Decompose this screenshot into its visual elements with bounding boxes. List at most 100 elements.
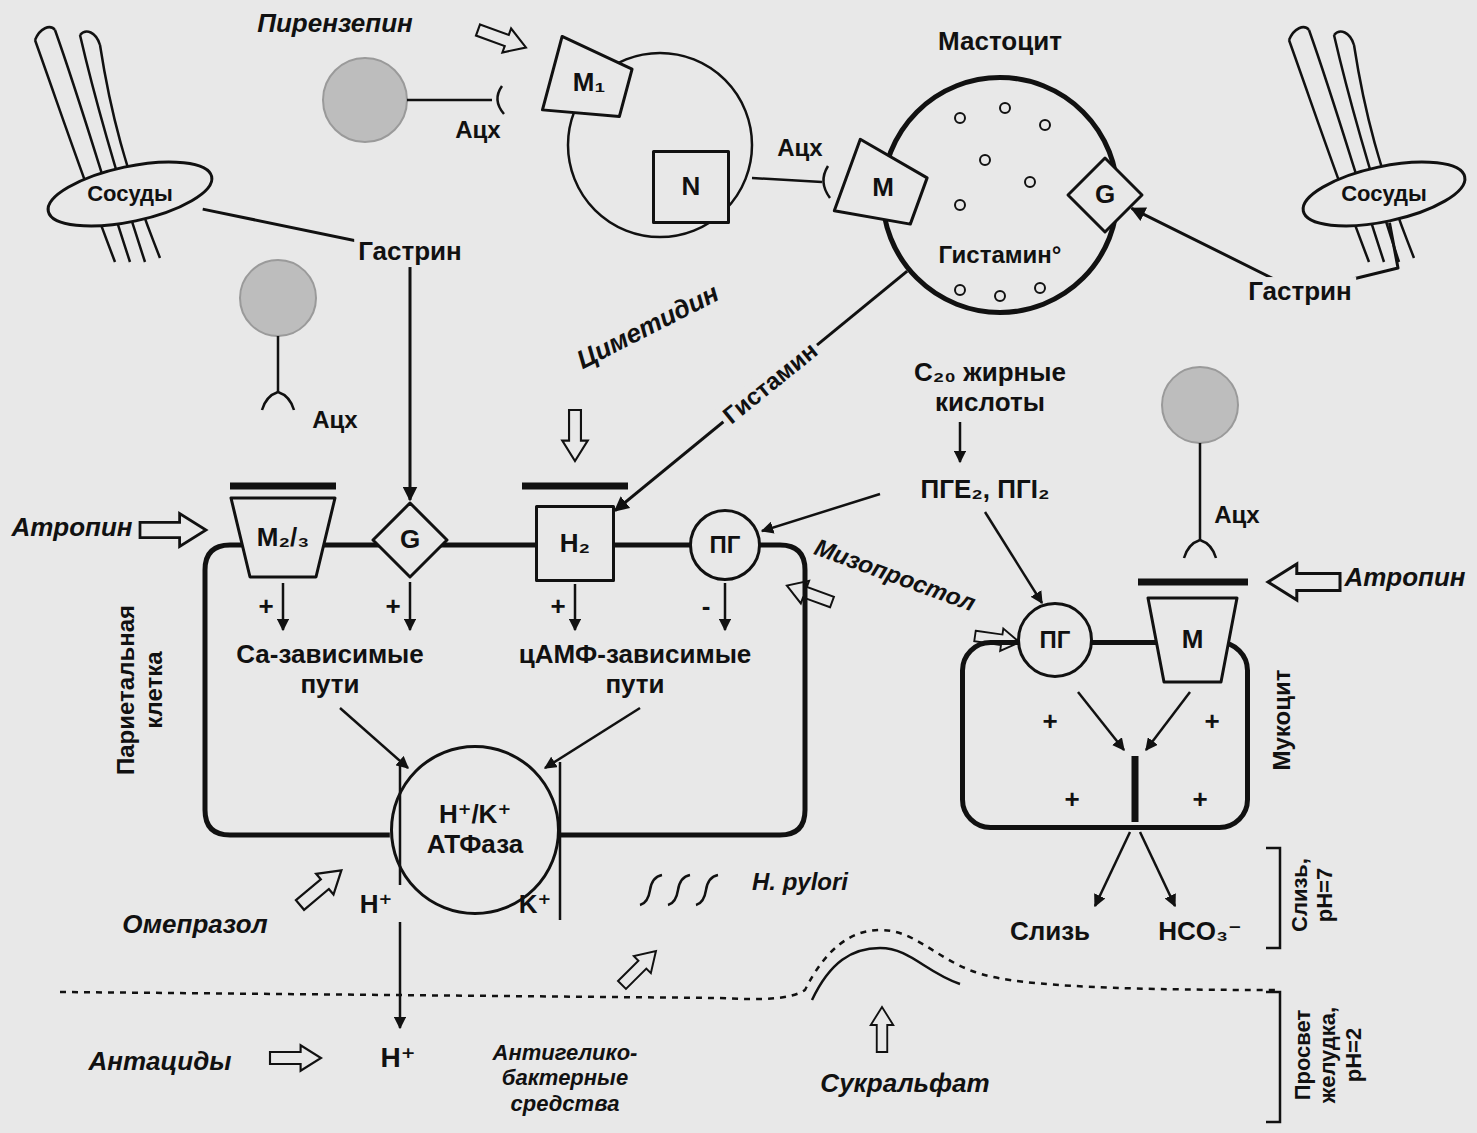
bacterium (640, 875, 662, 905)
sign-label-holder: - (702, 592, 711, 622)
mediator-label: ПГE₂, ПГI₂ (921, 475, 1050, 505)
product-label: Слизь (1010, 917, 1090, 947)
vessel-line (1334, 32, 1354, 45)
sign-label: + (1064, 785, 1079, 815)
arrow (574, 584, 577, 630)
drug-label: Мизопростол (811, 533, 979, 617)
sign-label-holder: + (1042, 707, 1057, 737)
receptor-n: N (652, 150, 730, 224)
receptor-g-border (1068, 158, 1142, 232)
ion-label-holder: H⁺ (360, 890, 393, 920)
bacteria-label: H. pylori (752, 868, 848, 896)
node-text-holder: G (400, 525, 420, 555)
node-text-holder: H₂ (560, 529, 590, 559)
edge-label: Гистамин (714, 334, 826, 432)
drug-label-holder: Антациды (88, 1047, 231, 1077)
edge-label: Гастрин (354, 237, 466, 267)
node-text-holder: G (1095, 180, 1115, 210)
ganglion-cell (568, 53, 752, 237)
bracket (1266, 992, 1280, 1122)
node-text-holder: M (1182, 625, 1204, 655)
neuron-body (323, 58, 407, 142)
drug-label: Пирензепин (257, 9, 412, 39)
sign-label: + (550, 592, 565, 622)
synapse (497, 86, 504, 114)
zone-label: Слизь, pH=7 (1287, 845, 1338, 945)
drug-label-holder: Пирензепин (257, 9, 412, 39)
vessel-line (1289, 27, 1309, 40)
mucosa-surface (60, 930, 1275, 999)
node-text: M (1182, 625, 1204, 655)
proton-pump-border (392, 747, 559, 914)
vessel-line (80, 32, 100, 45)
node-text-holder: H⁺/K⁺ АТФаза (410, 800, 540, 860)
arrow (1095, 832, 1130, 906)
bacterium (668, 875, 690, 905)
node-text-holder: Мастоцит (938, 27, 1062, 57)
arrow (409, 582, 412, 630)
vessel-line (80, 35, 145, 262)
node-text: H⁺/K⁺ АТФаза (410, 800, 540, 860)
vessel-line (35, 40, 115, 262)
ion-label: K⁺ (519, 890, 552, 920)
axon (752, 178, 822, 182)
granules (955, 103, 1050, 301)
node-text-holder: Сосуды (1341, 181, 1427, 206)
sign-label-holder: + (550, 592, 565, 622)
mast-cell: МастоцитГистамин°MG (880, 75, 1120, 315)
granule (980, 155, 990, 165)
sign-label: + (385, 592, 400, 622)
secretion-bar (1132, 756, 1139, 822)
drug-label: Антациды (88, 1047, 231, 1077)
mediator-label-holder: ПГE₂, ПГI₂ (921, 475, 1050, 505)
receptor-bar (1138, 579, 1248, 586)
arrow (985, 512, 1042, 603)
node-text-holder: Мукоцит (1268, 655, 1296, 785)
node-text: цАМФ-зависимые пути (495, 640, 775, 700)
hollow-arrow (973, 625, 1021, 654)
receptor-h2-border (537, 507, 614, 581)
sign-label: + (258, 592, 273, 622)
drug-label-holder: Мизопростол (811, 533, 979, 617)
receptor-m23-border (231, 498, 335, 577)
node-text-holder: ПГ (1040, 626, 1071, 654)
drug-label: Атропин (11, 513, 132, 543)
granule (1040, 120, 1050, 130)
node-text: Сосуды (87, 181, 173, 206)
receptor-pg: ПГ (689, 509, 761, 581)
receptor-bar (230, 483, 336, 490)
arrow (959, 422, 962, 462)
receptor-m1-border (542, 36, 635, 129)
granule (995, 291, 1005, 301)
receptor-m: M (1145, 595, 1240, 685)
node-text-holder: M (872, 173, 894, 203)
hollow-arrow (474, 18, 531, 59)
node-text-holder: N (682, 172, 701, 202)
arrow (724, 583, 727, 630)
product-label-holder: Слизь (1010, 917, 1090, 947)
synapse (823, 166, 830, 198)
node-text-holder: M₁ (573, 68, 605, 98)
edge-label-holder: Гастрин (354, 237, 466, 267)
granule (955, 285, 965, 295)
drug-label-holder: Омепразол (122, 910, 267, 940)
mediator-label-holder: Ацх (312, 406, 357, 434)
parietal-cell-border (205, 545, 805, 835)
sign-label: + (1192, 785, 1207, 815)
hollow-arrow (291, 860, 350, 915)
drug-label-holder: Атропин (1344, 563, 1465, 593)
axon (1199, 443, 1202, 540)
vessel-line (35, 27, 55, 40)
receptor-m23: M₂/₃ (228, 495, 338, 580)
receptor-bar (522, 483, 628, 490)
node-text: H₂ (560, 529, 590, 559)
node-text: G (400, 525, 420, 555)
edge-label: Гастрин (1244, 277, 1356, 307)
granule (955, 113, 965, 123)
ion-label-holder: H⁺ (381, 1042, 416, 1074)
node-text: N (682, 172, 701, 202)
hollow-arrow (783, 574, 836, 613)
granule (955, 200, 965, 210)
zone-label-holder: Слизь, pH=7 (1287, 845, 1338, 945)
mediator-label-holder: Ацх (1214, 501, 1259, 529)
